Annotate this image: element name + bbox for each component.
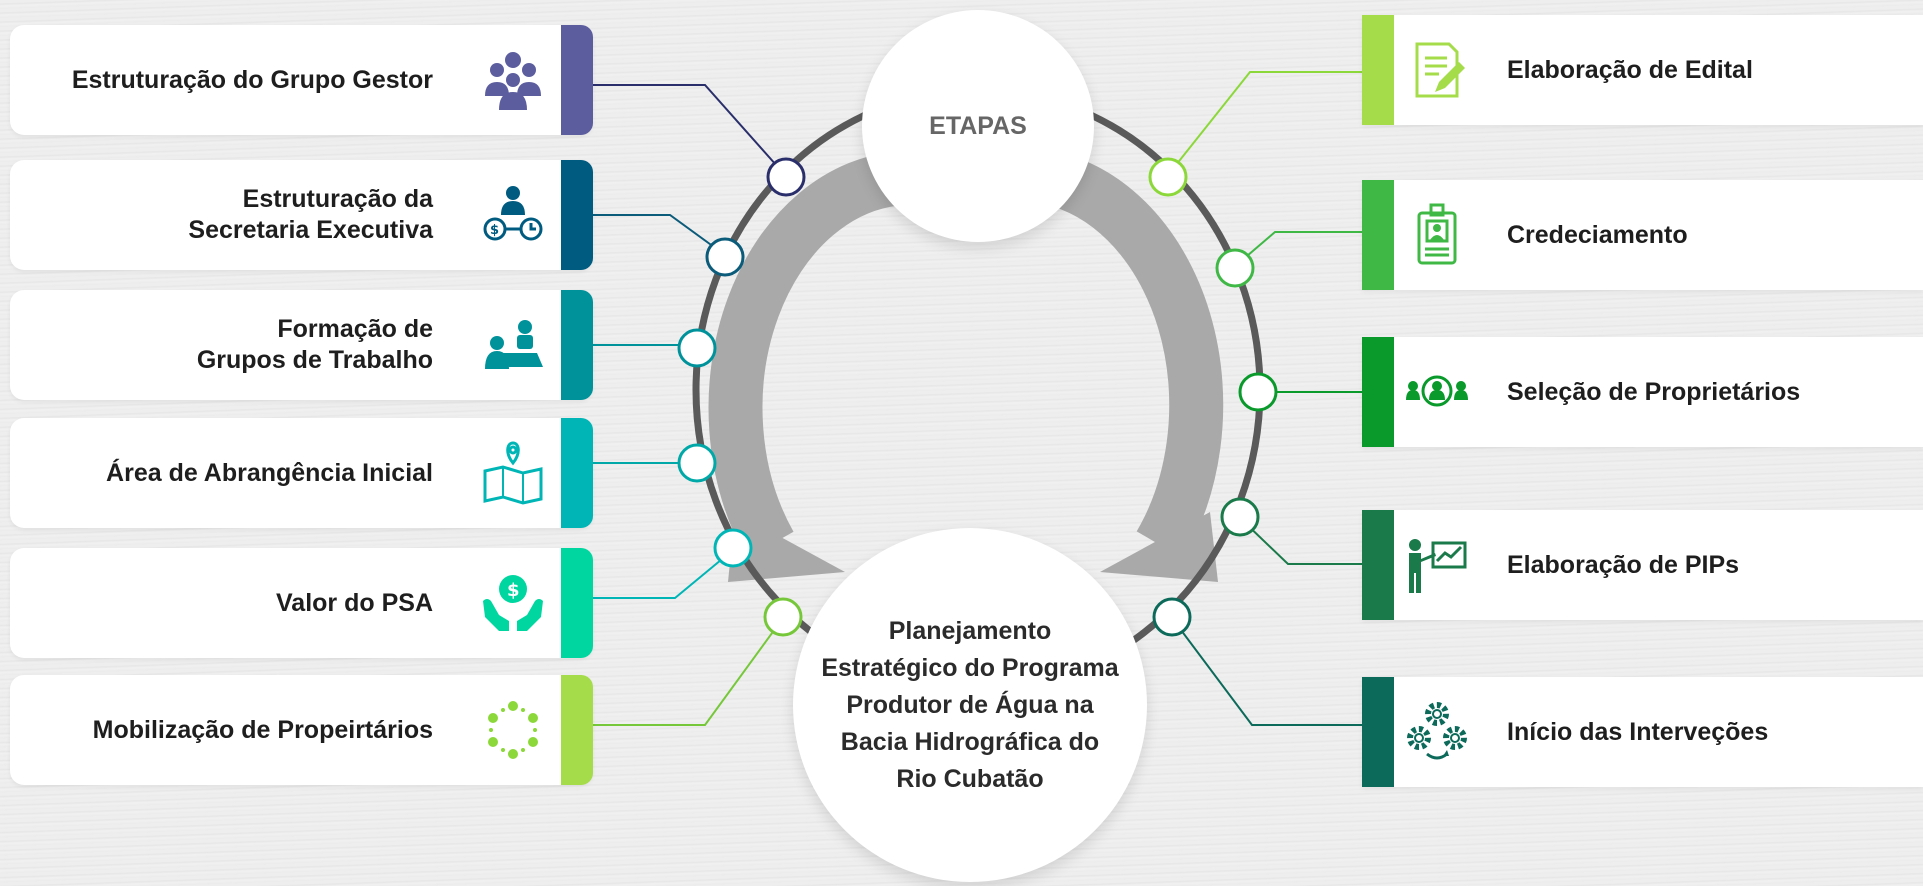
money-hands-icon: $: [483, 575, 543, 631]
step-color-tab: [561, 548, 593, 658]
step-label: Seleção de Proprietários: [1507, 377, 1801, 406]
meeting-group-icon: [485, 320, 543, 369]
ring-nodes: [677, 157, 1278, 637]
step-label: Área de Abrangência Inicial: [106, 458, 433, 487]
step-card-grupo-gestor[interactable]: Estruturação do Grupo Gestor: [10, 25, 593, 135]
presentation-icon: [1409, 539, 1467, 593]
step-color-tab: [561, 418, 593, 528]
step-color-tab: [1362, 337, 1394, 447]
step-color-tab: [1362, 15, 1394, 125]
step-color-tab: [561, 290, 593, 400]
step-card-grupos-trabalho[interactable]: Formação de Grupos de Trabalho: [10, 290, 593, 400]
step-label: Elaboração de Edital: [1507, 55, 1753, 84]
document-pen-icon: [1415, 42, 1465, 98]
step-label: Elaboração de PIPs: [1507, 550, 1740, 579]
step-color-tab: [1362, 677, 1394, 787]
program-title-circle: Planejamento Estratégico do Programa Pro…: [793, 528, 1147, 882]
etapas-circle: ETAPAS: [862, 10, 1094, 242]
id-badge-icon: [1417, 203, 1457, 265]
group-selection-icon: [1406, 375, 1468, 407]
step-color-tab: [561, 160, 593, 270]
cycle-arrows: [708, 151, 1224, 582]
step-label: Estruturação do Grupo Gestor: [71, 65, 433, 94]
step-card-secretaria-executiva[interactable]: Estruturação da Secretaria Executiva $: [10, 160, 593, 270]
map-pin-icon: [483, 441, 543, 505]
step-card-edital[interactable]: Elaboração de Edital: [1362, 15, 1923, 125]
people-group-icon: [485, 52, 541, 110]
step-color-tab: [1362, 510, 1394, 620]
step-card-valor-psa[interactable]: Valor do PSA $: [10, 548, 593, 658]
step-label: Estruturação da Secretaria Executiva: [188, 185, 433, 244]
step-card-selecao[interactable]: Seleção de Proprietários: [1362, 337, 1923, 447]
step-label: Credeciamento: [1507, 220, 1688, 249]
step-label: Início das Interveções: [1507, 717, 1769, 746]
step-label: Valor do PSA: [276, 588, 433, 617]
gears-icon: [1407, 702, 1467, 760]
step-color-tab: [561, 25, 593, 135]
manager-money-clock-icon: $: [483, 186, 543, 241]
step-card-mobilizacao[interactable]: Mobilização de Propeirtários: [10, 675, 593, 785]
step-color-tab: [561, 675, 593, 785]
step-card-intervencoes[interactable]: Início das Interveções: [1362, 677, 1923, 787]
step-card-credeciamento[interactable]: Credeciamento: [1362, 180, 1923, 290]
step-card-pips[interactable]: Elaboração de PIPs: [1362, 510, 1923, 620]
step-color-tab: [1362, 180, 1394, 290]
people-circle-icon: [488, 701, 538, 759]
step-label: Formação de Grupos de Trabalho: [196, 315, 433, 374]
step-card-area-abrangencia[interactable]: Área de Abrangência Inicial: [10, 418, 593, 528]
svg-text:$: $: [507, 580, 520, 601]
step-label: Mobilização de Propeirtários: [92, 715, 433, 744]
svg-text:$: $: [490, 223, 499, 238]
